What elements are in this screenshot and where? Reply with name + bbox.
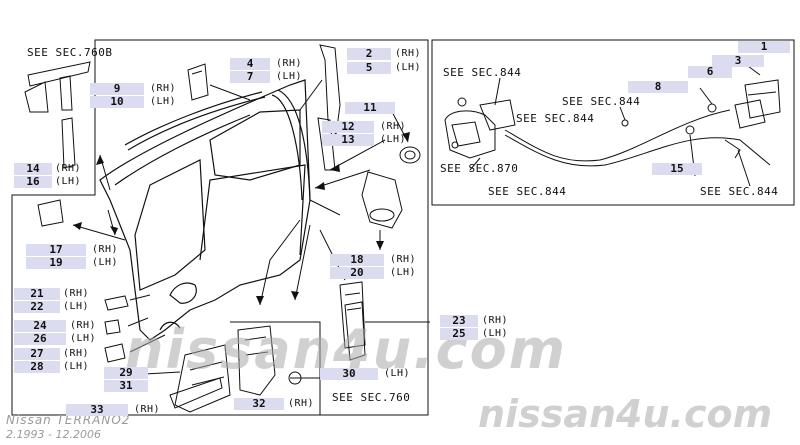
part-17-side: (RH) [92,244,119,255]
part-9[interactable]: 9 [90,83,144,95]
part-14-side: (RH) [55,163,82,174]
see-sec-844-center[interactable]: SEE SEC.844 [516,112,595,125]
part-23-side: (RH) [482,315,509,326]
part-19-side: (LH) [92,257,119,268]
part-27-side: (RH) [63,348,90,359]
body-side-outer [99,79,311,341]
part-15[interactable]: 15 [652,163,702,175]
see-sec-844-top[interactable]: SEE SEC.844 [443,66,522,79]
part-33[interactable]: 33 [66,404,128,416]
part-4[interactable]: 4 [230,58,270,70]
part-5[interactable]: 5 [347,62,391,74]
cable-frame [431,39,795,206]
part-26-side: (LH) [70,333,97,344]
part-21[interactable]: 21 [14,288,60,300]
part-10[interactable]: 10 [90,96,144,108]
part-11[interactable]: 11 [345,102,395,114]
part-2-side: (RH) [395,48,422,59]
part-7-side: (LH) [276,71,303,82]
part-22-side: (LH) [63,301,90,312]
part-20[interactable]: 20 [330,267,384,279]
part-18-side: (RH) [390,254,417,265]
inner-frame [230,321,321,415]
part-17[interactable]: 17 [26,244,86,256]
part-32[interactable]: 32 [234,398,284,410]
part-20-side: (LH) [390,267,417,278]
part-10-side: (LH) [150,96,177,107]
part-25[interactable]: 25 [440,328,478,340]
main-frame [11,39,429,416]
part-6[interactable]: 6 [688,66,732,78]
part-18[interactable]: 18 [330,254,384,266]
part-2[interactable]: 2 [347,48,391,60]
part-29[interactable]: 29 [104,367,148,379]
part-24-side: (RH) [70,320,97,331]
part-26[interactable]: 26 [14,333,66,345]
footer-model: Nissan TERRANO2 [6,413,131,427]
part-24[interactable]: 24 [14,320,66,332]
part-4-side: (RH) [276,58,303,69]
watermark-corner: nissan4u.com [478,392,773,436]
see-sec-844-right[interactable]: SEE SEC.844 [700,185,779,198]
part-30-side: (LH) [384,368,411,379]
see-sec-844-mid[interactable]: SEE SEC.844 [562,95,641,108]
part-30[interactable]: 30 [320,368,378,380]
part-32-side: (RH) [288,398,315,409]
part-19[interactable]: 19 [26,257,86,269]
part-12[interactable]: 12 [322,121,374,133]
footer-dates: 2.1993 - 12.2006 [6,428,101,441]
part-8[interactable]: 8 [628,81,688,93]
part-25-side: (LH) [482,328,509,339]
part-12-side: (RH) [380,121,407,132]
part-14[interactable]: 14 [14,163,52,175]
part-13-side: (LH) [380,134,407,145]
see-sec-760b[interactable]: SEE SEC.760B [27,46,113,59]
part-9-side: (RH) [150,83,177,94]
part-28-side: (LH) [63,361,90,372]
part-21-side: (RH) [63,288,90,299]
part-28[interactable]: 28 [14,361,60,373]
part-23[interactable]: 23 [440,315,478,327]
part-13[interactable]: 13 [322,134,374,146]
see-sec-870[interactable]: SEE SEC.870 [440,162,519,175]
see-sec-760[interactable]: SEE SEC.760 [332,391,411,404]
part-1[interactable]: 1 [738,41,790,53]
part-33-side: (RH) [134,404,161,415]
part-16-side: (LH) [55,176,82,187]
part-7[interactable]: 7 [230,71,270,83]
part-31[interactable]: 31 [104,380,148,392]
see-sec-844-bottom[interactable]: SEE SEC.844 [488,185,567,198]
part-16[interactable]: 16 [14,176,52,188]
part-5-side: (LH) [395,62,422,73]
part-27[interactable]: 27 [14,348,60,360]
part-3[interactable]: 3 [712,55,764,67]
part-22[interactable]: 22 [14,301,60,313]
